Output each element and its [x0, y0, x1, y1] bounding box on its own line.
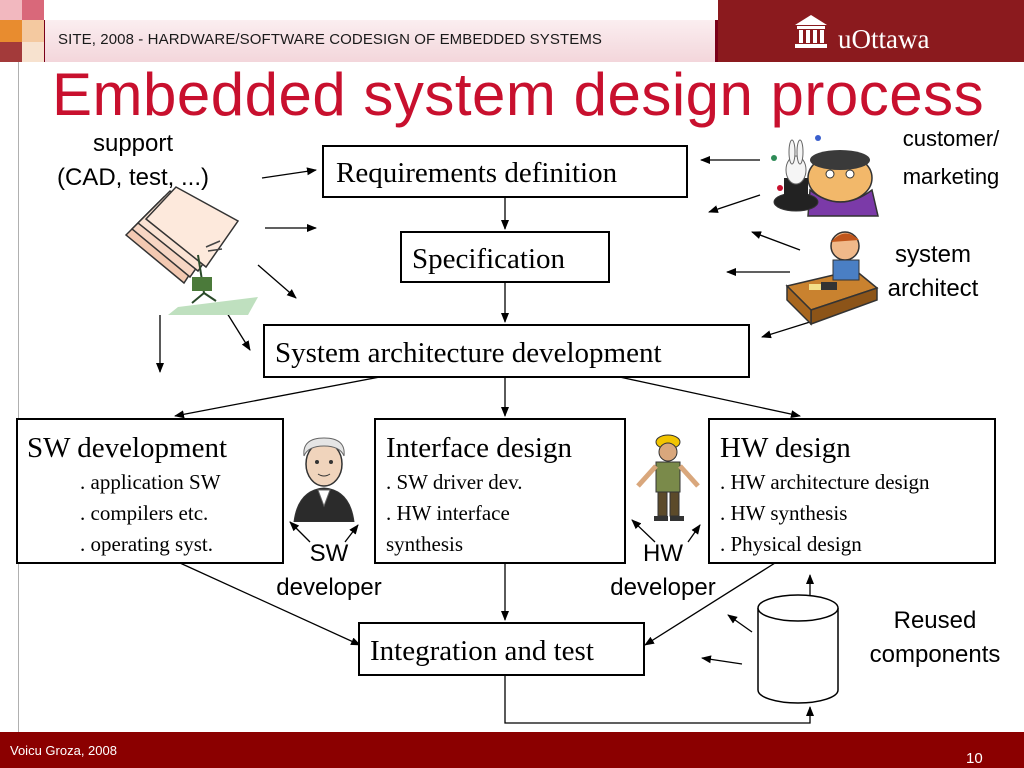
logo-block [718, 0, 1024, 62]
hw-developer-label: HW developer [610, 540, 716, 601]
page-number: 10 [966, 750, 983, 767]
left-rule [18, 62, 19, 732]
page-title: Embedded system design process [52, 61, 985, 128]
reused-components-label: Reused components [869, 607, 1001, 668]
integration-test-label: Integration and test [370, 635, 594, 667]
support-label: support (CAD, test, ...) [56, 130, 209, 191]
support-documents-clipart [124, 186, 258, 315]
integration-test-box: Integration and test [358, 622, 645, 676]
interface-design-item: . SW driver dev. [386, 470, 523, 494]
system-architect-clipart [785, 231, 879, 326]
hw-design-title: HW design [720, 432, 851, 464]
interface-design-item: synthesis [386, 532, 464, 556]
sw-development-item: . operating syst. [80, 532, 213, 556]
hw-design-item: . HW synthesis [720, 501, 848, 525]
specification-box: Specification [400, 231, 610, 283]
reused-components-database-icon [757, 594, 839, 704]
sw-development-box: SW development . application SW . compil… [16, 418, 284, 564]
requirements-definition-label: Requirements definition [336, 157, 618, 189]
header-bar [0, 0, 1024, 62]
requirements-definition-box: Requirements definition [322, 145, 688, 198]
specification-label: Specification [412, 243, 566, 275]
footer-author: Voicu Groza, 2008 [10, 743, 117, 758]
interface-design-title: Interface design [386, 432, 572, 464]
decor-square [22, 20, 44, 42]
customer-marketing-clipart [771, 135, 879, 217]
system-architecture-box: System architecture development [263, 324, 750, 378]
sw-developer-clipart [293, 437, 355, 522]
decor-square [22, 42, 44, 62]
hw-design-item: . HW architecture design [720, 470, 930, 494]
customer-marketing-label: customer/ marketing [902, 126, 1000, 189]
sw-development-item: . application SW [80, 470, 221, 494]
system-architecture-label: System architecture development [275, 337, 662, 369]
decor-square [0, 20, 22, 42]
course-title: SITE, 2008 - HARDWARE/SOFTWARE CODESIGN … [58, 31, 603, 48]
system-architect-label: system architect [887, 241, 979, 302]
interface-design-box: Interface design . SW driver dev. . HW i… [374, 418, 626, 564]
decor-square [0, 0, 22, 20]
building-icon [795, 15, 827, 48]
hw-design-box: HW design . HW architecture design . HW … [708, 418, 996, 564]
hw-design-item: . Physical design [720, 532, 862, 556]
footer-bar [0, 732, 1024, 768]
decor-square [0, 42, 22, 62]
logo-text: uOttawa [838, 24, 930, 54]
sw-development-item: . compilers etc. [80, 501, 209, 525]
hw-developer-clipart [636, 434, 700, 521]
decor-square [22, 0, 44, 20]
interface-design-item: . HW interface [386, 501, 510, 525]
sw-developer-label: SW developer [276, 540, 382, 601]
sw-development-title: SW development [27, 432, 228, 464]
